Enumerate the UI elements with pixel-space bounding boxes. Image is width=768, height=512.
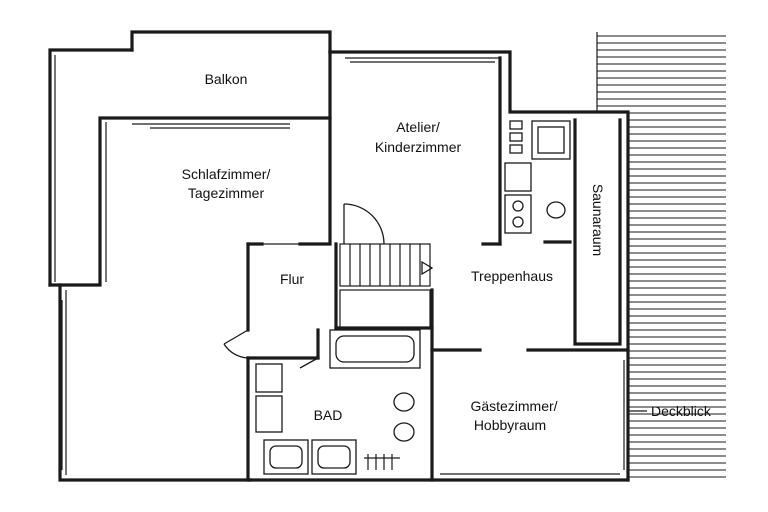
staircase — [339, 243, 431, 329]
annotation-deckblick: Deckblick — [651, 403, 712, 419]
room-label-gaestezimmer-1: Gästezimmer/ — [470, 398, 557, 414]
deck-hatching — [597, 35, 726, 478]
room-label-balkon: Balkon — [205, 71, 248, 87]
bathroom-fixtures — [255, 329, 421, 475]
room-label-flur: Flur — [280, 271, 304, 287]
windows — [61, 61, 625, 475]
room-label-gaestezimmer-2: Hobbyraum — [474, 417, 546, 433]
room-label-atelier-2: Kinderzimmer — [375, 139, 462, 155]
stair-direction-arrow — [421, 260, 434, 276]
room-label-schlafzimmer-1: Schlafzimmer/ — [182, 166, 271, 182]
room-label-schlafzimmer-2: Tagezimmer — [188, 185, 265, 201]
fixtures — [504, 120, 571, 234]
doors — [223, 203, 385, 369]
room-label-bad: BAD — [314, 407, 343, 423]
room-label-treppenhaus: Treppenhaus — [471, 268, 553, 284]
room-label-atelier-1: Atelier/ — [396, 119, 440, 135]
walls — [48, 30, 630, 482]
room-label-saunaraum: Saunaraum — [590, 184, 606, 256]
